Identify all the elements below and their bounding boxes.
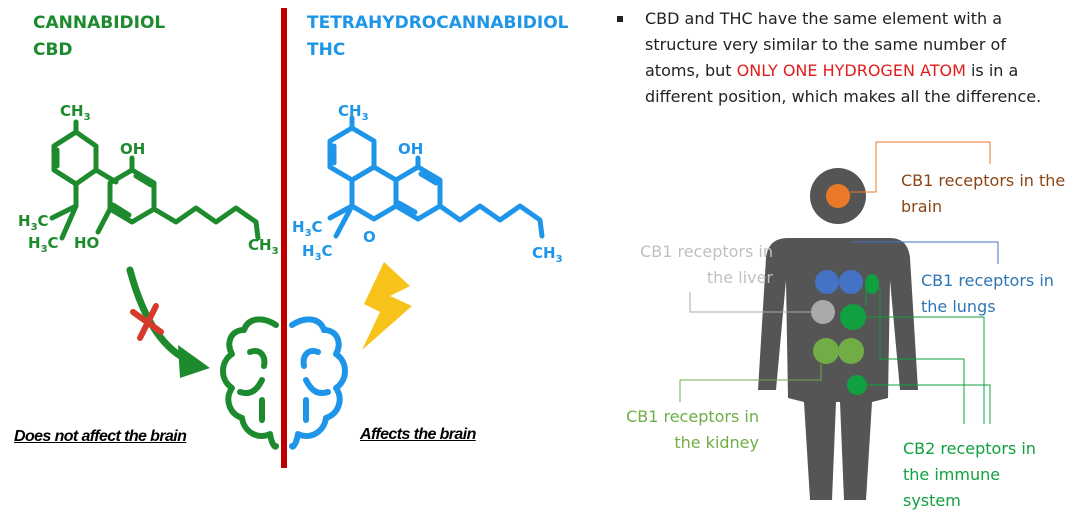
label-brain-line2: brain <box>901 197 943 216</box>
thc-title-line1: TETRAHYDROCANNABIDIOL <box>307 13 569 33</box>
thc-title: TETRAHYDROCANNABIDIOL THC <box>307 10 569 64</box>
cbd-molecule <box>49 119 261 241</box>
immune-leader-2 <box>865 287 965 424</box>
silhouette-body <box>758 238 918 500</box>
immune-organ-1 <box>840 304 866 330</box>
brain-leader <box>850 141 991 193</box>
label-immune-line2: the immune <box>903 465 1001 484</box>
thc-ch3-tail: CH3 <box>532 244 563 265</box>
human-body-diagram <box>679 141 999 500</box>
bullet-text-before: CBD and THC have the same element with a… <box>645 9 1006 80</box>
cross-icon <box>130 303 164 341</box>
label-lungs: CB1 receptors in the lungs <box>921 268 1054 320</box>
brain-organ <box>826 184 850 208</box>
bullet-highlight: ONLY ONE HYDROGEN ATOM <box>736 61 966 80</box>
kidney-leader <box>679 364 822 402</box>
immune-leader-3 <box>867 384 991 424</box>
liver-leader <box>689 292 811 313</box>
thc-caption: Affects the brain <box>360 426 476 443</box>
label-kidney-line2: the kidney <box>674 433 759 452</box>
thc-h3c-b: H3C <box>302 242 333 263</box>
lungs-leader <box>851 241 999 264</box>
kidney-left-organ <box>813 338 839 364</box>
brain-right-icon <box>289 316 348 450</box>
cbd-h3c-a: H3C <box>18 212 49 233</box>
label-kidney: CB1 receptors in the kidney <box>617 404 759 456</box>
label-brain: CB1 receptors in the brain <box>901 168 1065 220</box>
lightning-icon <box>362 262 412 350</box>
thc-molecule <box>327 115 545 239</box>
label-immune-line3: system <box>903 491 961 510</box>
thc-h3c-a: H3C <box>292 218 323 239</box>
divider-line <box>281 8 287 468</box>
molecule-comparison-diagram: CH3 OH HO H3C H3C CH3 CH3 OH H3C H3C O C… <box>18 8 563 468</box>
cbd-title-line1: CANNABIDIOL <box>33 13 166 33</box>
bullet-text-after: is in a different position, which makes … <box>645 61 1042 106</box>
cbd-arrow-head <box>178 345 210 378</box>
cbd-title-line2: CBD <box>33 40 73 60</box>
brain-left-icon <box>220 316 279 450</box>
label-immune: CB2 receptors in the immune system <box>903 436 1036 514</box>
label-immune-line1: CB2 receptors in <box>903 439 1036 458</box>
cbd-caption: Does not affect the brain <box>14 428 187 445</box>
thc-oh: OH <box>398 140 423 158</box>
bullet-paragraph: CBD and THC have the same element with a… <box>645 6 1045 110</box>
lung-right-organ <box>839 270 863 294</box>
kidney-right-organ <box>838 338 864 364</box>
thc-oxygen: O <box>363 228 376 246</box>
immune-leader-1 <box>864 316 985 424</box>
label-liver: CB1 receptors in the liver <box>631 239 773 291</box>
cbd-ch3-top: CH3 <box>60 102 91 123</box>
cbd-h3c-b: H3C <box>28 234 59 255</box>
cbd-ch3-tail: CH3 <box>248 236 279 257</box>
immune-organ-2 <box>847 375 867 395</box>
label-liver-line2: the liver <box>706 268 773 287</box>
label-kidney-line1: CB1 receptors in <box>626 407 759 426</box>
liver-organ <box>811 300 835 324</box>
thc-title-line2: THC <box>307 40 346 60</box>
label-brain-line1: CB1 receptors in the <box>901 171 1066 190</box>
bullet-point-icon <box>617 16 623 22</box>
cbd-oh: OH <box>120 140 145 158</box>
cbd-title: CANNABIDIOL CBD <box>33 10 165 64</box>
label-lungs-line2: the lungs <box>921 297 996 316</box>
thc-ch3-top: CH3 <box>338 102 369 123</box>
label-lungs-line1: CB1 receptors in <box>921 271 1054 290</box>
label-liver-line1: CB1 receptors in <box>640 242 773 261</box>
cbd-ho: HO <box>74 234 99 252</box>
lung-left-organ <box>815 270 839 294</box>
heart-organ <box>865 274 879 294</box>
